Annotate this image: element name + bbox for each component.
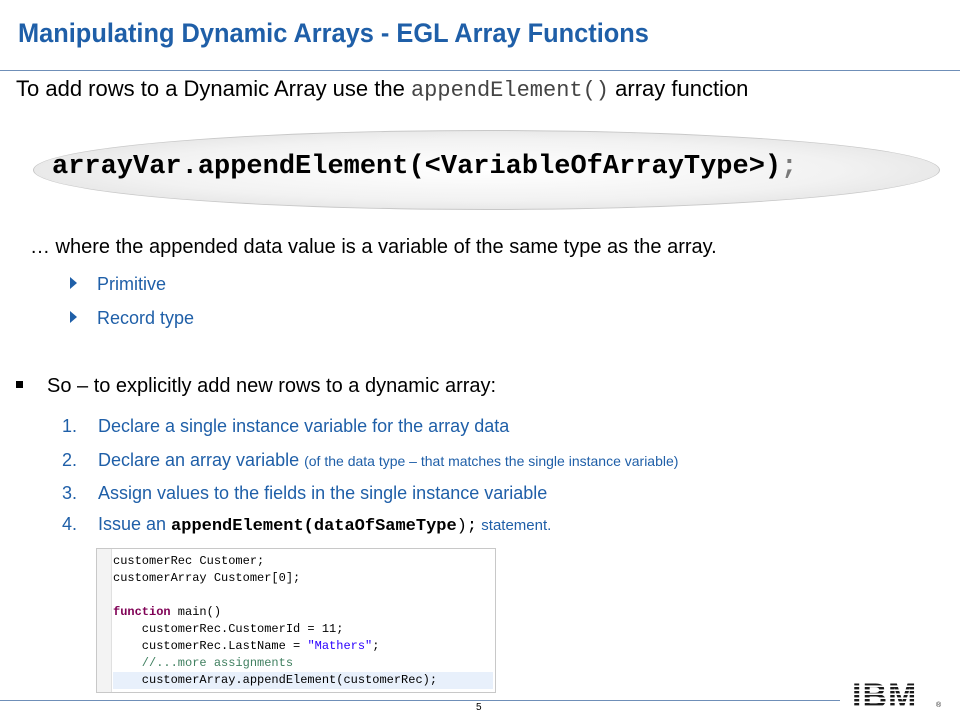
code-comment: //...more assignments (113, 656, 294, 670)
syntax-tail: ; (781, 152, 798, 182)
code-line: function main() (113, 604, 493, 621)
slide-title: Manipulating Dynamic Arrays - EGL Array … (18, 18, 649, 48)
sub-item: Primitive (70, 274, 166, 295)
footer-divider (0, 700, 840, 701)
intro-code: appendElement() (410, 78, 610, 103)
logo-text: IBM (852, 677, 917, 715)
step-after: statement. (477, 517, 552, 534)
square-bullet-icon (16, 381, 23, 388)
code-line: customerRec.LastName = "Mathers"; (113, 638, 493, 655)
step-number: 4. (62, 514, 78, 534)
step-text: Assign values to the fields in the singl… (98, 483, 548, 503)
step-text: Declare an array variable (98, 450, 305, 470)
page-number: 5 (476, 702, 482, 713)
intro-text-after: array function (609, 76, 749, 101)
sub-item-label: Primitive (97, 274, 167, 294)
step-number: 2. (62, 450, 78, 470)
code-line (113, 587, 493, 604)
code-line-highlighted: customerArray.appendElement(customerRec)… (113, 672, 493, 689)
editor-gutter (97, 549, 112, 692)
sub-item: Record type (70, 308, 194, 329)
step-number: 3. (62, 483, 78, 503)
step-note: (of the data type – that matches the sin… (304, 453, 679, 469)
step-text: Declare a single instance variable for t… (98, 416, 510, 436)
code-line: customerRec Customer; (113, 554, 265, 568)
code-line: customerRec.CustomerId = 11; (113, 622, 344, 636)
triangle-bullet-icon (70, 277, 77, 289)
code-text: main() (170, 605, 222, 619)
step-number: 1. (62, 416, 78, 436)
triangle-bullet-icon (70, 311, 77, 323)
step-code-tail: ); (456, 517, 478, 536)
code-keyword: function (113, 605, 171, 619)
ibm-logo: IBM ® (852, 677, 942, 715)
where-text: … where the appended data value is a var… (30, 236, 717, 258)
step-text: Issue an (98, 514, 172, 534)
syntax-main: arrayVar.appendElement(<VariableOfArrayT… (52, 152, 782, 182)
intro-text-before: To add rows to a Dynamic Array use the (16, 76, 411, 101)
title-divider (0, 70, 960, 71)
code-text: ; (372, 639, 380, 653)
code-editor: customerRec Customer; customerArray Cust… (96, 548, 496, 693)
syntax-ellipse (33, 130, 940, 210)
syntax-statement: arrayVar.appendElement(<VariableOfArrayT… (52, 152, 797, 182)
code-text: customerRec.LastName = (113, 639, 308, 653)
svg-text:®: ® (936, 701, 942, 709)
sub-item-label: Record type (97, 308, 195, 328)
step-item: 1. Declare a single instance variable for… (62, 416, 509, 437)
code-line: customerArray Customer[0]; (113, 571, 301, 585)
step-code: appendElement(dataOfSameType (171, 517, 457, 536)
step-item: 3. Assign values to the fields in the sin… (62, 483, 547, 504)
code-string: "Mathers" (307, 639, 373, 653)
intro-line: To add rows to a Dynamic Array use the a… (16, 76, 748, 103)
so-bullet: So – to explicitly add new rows to a dyn… (16, 375, 496, 398)
step-item: 2. Declare an array variable (of the data… (62, 450, 678, 471)
so-text: So – to explicitly add new rows to a dyn… (47, 375, 497, 397)
step-item: 4. Issue an appendElement(dataOfSameType)… (62, 514, 551, 536)
